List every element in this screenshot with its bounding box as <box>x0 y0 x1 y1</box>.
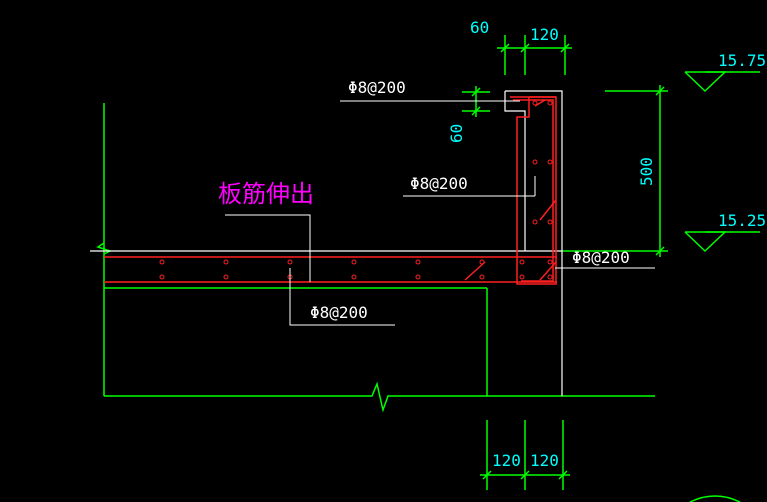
concrete-outline <box>96 35 760 502</box>
concrete-edges <box>90 90 563 396</box>
rebar-dot <box>351 274 357 280</box>
rebar-dot <box>287 259 293 265</box>
rebar-dot <box>479 274 485 280</box>
rebar-label-slab-bottom: Φ8@200 <box>310 303 368 322</box>
beam-right-outline <box>505 90 563 396</box>
rebar-dot <box>547 219 553 225</box>
hook-diagonal <box>534 99 546 107</box>
rebar-dot <box>519 274 525 280</box>
tick-2 <box>520 470 530 480</box>
beam-stirrup-outer <box>510 96 557 285</box>
rebar-dot <box>223 259 229 265</box>
rebar-dot <box>547 159 553 165</box>
slab-diagonal-1 <box>464 261 486 281</box>
top-tick-2 <box>520 43 530 53</box>
rebar-dot <box>415 259 421 265</box>
rebar-dot <box>532 159 538 165</box>
lip-tick-2 <box>471 106 481 116</box>
lip-tick-1 <box>471 87 481 97</box>
rebar-dot <box>519 259 525 265</box>
rebar-dots <box>159 100 553 280</box>
rebar-dot <box>532 219 538 225</box>
elevation-top: 15.750 <box>718 51 767 70</box>
rebar-dot <box>532 100 538 106</box>
rebar-label-wall: Φ8@200 <box>410 174 468 193</box>
dim-bottom-right: 120 <box>530 451 559 470</box>
dim-lip-height: 60 <box>447 124 466 143</box>
top-tick-1 <box>500 43 510 53</box>
rebar-dot <box>223 274 229 280</box>
elevation-bottom: 15.250 <box>718 211 767 230</box>
rebar-dot <box>159 274 165 280</box>
rebar-label-top-hook: Φ8@200 <box>348 78 406 97</box>
wall-diagonal <box>539 199 557 221</box>
leader-lines <box>225 100 655 326</box>
rebar <box>104 96 557 285</box>
rebar-label-slab-right: Φ8@200 <box>572 248 630 267</box>
bottom-break-line <box>104 381 655 413</box>
bottom-arc <box>689 495 741 502</box>
elev-bottom-triangle <box>684 231 727 253</box>
dim-top-offset: 60 <box>470 18 489 37</box>
dim-wall-height: 500 <box>637 157 656 186</box>
note-slab-extension: 板筋伸出 <box>218 180 314 208</box>
rebar-dot <box>415 274 421 280</box>
slab-diagonal-2 <box>539 261 557 281</box>
wall-tick-2 <box>655 246 665 256</box>
rebar-dot <box>547 274 553 280</box>
dim-bottom-left: 120 <box>492 451 521 470</box>
rebar-dot <box>547 100 553 106</box>
top-tick-3 <box>560 43 570 53</box>
left-break-symbol <box>96 242 112 255</box>
tick-1 <box>482 470 492 480</box>
leader-note <box>225 214 311 282</box>
rebar-dot <box>547 259 553 265</box>
beam-inner-outline <box>504 91 526 251</box>
rebar-dot <box>351 259 357 265</box>
wall-tick-1 <box>655 86 665 96</box>
dim-top-width: 120 <box>530 25 559 44</box>
beam-stirrup-inner <box>513 99 554 282</box>
elev-top-triangle <box>684 71 727 93</box>
rebar-dot <box>479 259 485 265</box>
tick-3 <box>558 470 568 480</box>
rebar-dot <box>159 259 165 265</box>
leader-slab-bottom <box>289 268 395 326</box>
